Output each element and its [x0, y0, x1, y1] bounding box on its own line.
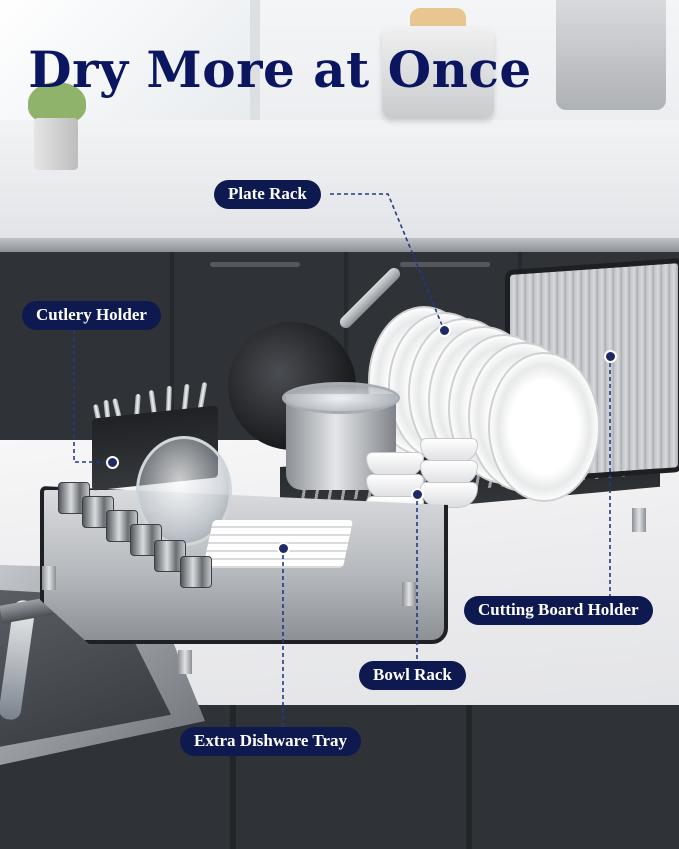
back-countertop — [0, 120, 679, 240]
cabinet-handle — [400, 262, 490, 267]
plate-rack-leader — [330, 193, 445, 331]
extra-tray-marker — [277, 542, 290, 555]
back-countertop-edge — [0, 238, 679, 252]
cutlery-holder-leader — [73, 330, 112, 463]
plant-leaves — [28, 82, 86, 124]
plate-rack-marker — [438, 324, 451, 337]
bowl — [420, 438, 478, 464]
pot-lid — [282, 382, 400, 414]
rack-leg — [632, 508, 646, 532]
plant-pot — [34, 118, 78, 170]
bowl — [366, 452, 424, 478]
cutlery-holder-marker — [106, 456, 119, 469]
plate — [488, 352, 600, 502]
rack-leg — [178, 650, 192, 674]
rack-leg — [42, 566, 56, 590]
cabinet-handle — [210, 262, 300, 267]
glass — [180, 556, 212, 588]
plate-rack-label: Plate Rack — [214, 180, 321, 209]
coffee-machine — [556, 0, 666, 110]
bowl — [420, 460, 478, 486]
headline: Dry More at Once — [28, 40, 532, 99]
bowl-rack-label: Bowl Rack — [359, 661, 466, 690]
bowl-rack-marker — [411, 488, 424, 501]
toaster — [382, 26, 494, 118]
cutting-board-marker — [604, 350, 617, 363]
extra-dishware-tray-label: Extra Dishware Tray — [180, 727, 361, 756]
cutlery-holder-label: Cutlery Holder — [22, 301, 161, 330]
rack-leg — [402, 582, 416, 606]
cutting-board-holder-label: Cutting Board Holder — [464, 596, 653, 625]
